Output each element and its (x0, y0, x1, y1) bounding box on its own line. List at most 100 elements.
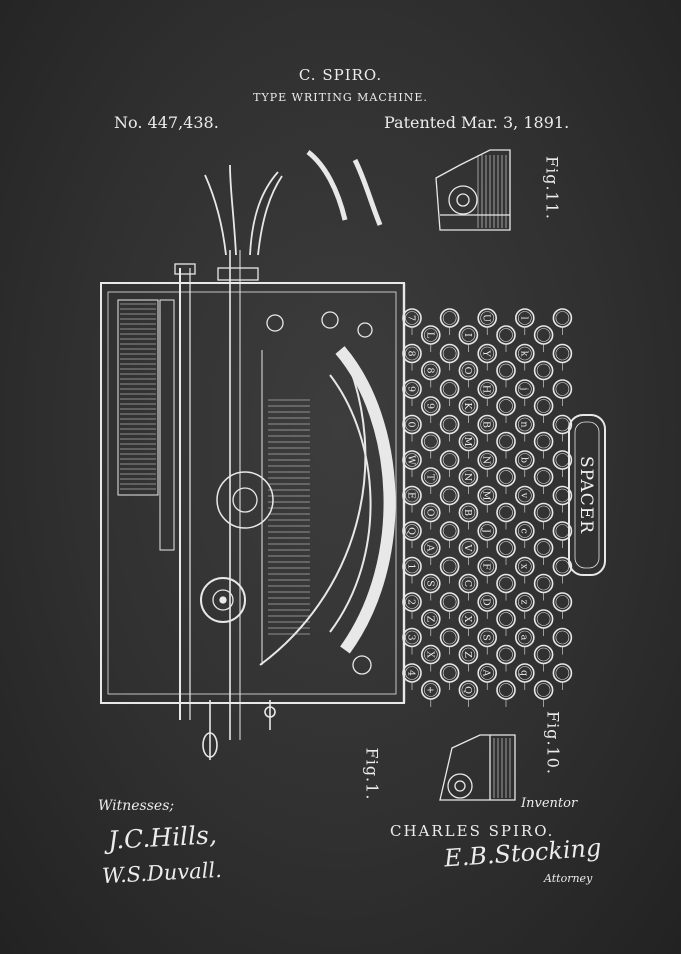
key-legend: L (424, 332, 435, 339)
type-arc (259, 346, 396, 666)
key-legend: N (462, 473, 473, 481)
key-legend: 7 (406, 315, 417, 321)
key-rim (480, 488, 495, 503)
key-rim (461, 363, 476, 378)
key-rim (499, 647, 513, 662)
key-rim (517, 630, 532, 645)
fig11-detail (435, 149, 511, 231)
inventor-label: Inventor (521, 796, 578, 811)
key-rim (442, 488, 457, 503)
key-rim (555, 417, 570, 432)
key-legend: O (424, 509, 435, 517)
key-rim (442, 524, 457, 538)
key-rim (405, 488, 419, 503)
key-rim (555, 524, 570, 538)
figure-label-1: Fig.1. (362, 747, 382, 801)
key-legend: W (406, 455, 417, 465)
key-rim (442, 559, 457, 574)
inventor-printed-name: CHARLES SPIRO. (390, 822, 555, 840)
patent-title: TYPE WRITING MACHINE. (253, 91, 428, 104)
key-legend: a (518, 635, 529, 641)
key-rim (555, 488, 570, 503)
key-rim (536, 434, 551, 449)
key-rim (536, 576, 551, 591)
key-rim (517, 346, 532, 361)
key-rim (555, 311, 570, 325)
key-rim (555, 453, 570, 467)
key-legend: 1 (406, 563, 417, 569)
key-legend: A (424, 544, 435, 552)
key-rim (536, 505, 551, 520)
figure-label-10: Fig.10. (543, 711, 563, 775)
key-rim (461, 683, 476, 697)
key-legend: b (518, 457, 529, 463)
patent-date: Patented Mar. 3, 1891. (384, 113, 570, 132)
key-rim (461, 612, 476, 626)
key-rim (499, 505, 513, 520)
key-rim (423, 541, 438, 555)
key-rim (517, 453, 532, 467)
key-rim (405, 346, 419, 361)
key-legend: M (481, 491, 492, 501)
key-legend: Z (462, 651, 473, 658)
key-legend: q (518, 670, 529, 676)
key-legend: 2 (406, 599, 417, 605)
key-legend: V (462, 544, 473, 552)
key-rim (555, 559, 570, 574)
key-legend: O (462, 367, 473, 375)
key-legend: J (481, 528, 492, 533)
key-rim (442, 630, 457, 645)
key-rim (536, 683, 551, 697)
key-rim (405, 666, 419, 680)
key-rim (517, 311, 532, 325)
key-rim (405, 559, 419, 574)
keyboard-keys: 7890WEQ1234L89TOASZX+IOKMNBVCXZQUYHBNMJF… (402, 308, 573, 707)
key-rim (405, 630, 419, 645)
patent-number: No. 447,438. (114, 113, 219, 132)
key-legend: 9 (406, 386, 417, 392)
key-rim (442, 346, 457, 361)
key-legend: 8 (406, 350, 417, 356)
key-rim (461, 399, 476, 413)
key-legend: 9 (424, 403, 435, 409)
key-rim (405, 595, 419, 609)
spacer-label: SPACER (576, 455, 596, 535)
key-rim (480, 417, 495, 432)
key-legend: D (481, 598, 492, 606)
key-rim (499, 576, 513, 591)
key-rim (517, 382, 532, 396)
key-rim (442, 453, 457, 467)
key-rim (480, 559, 495, 574)
platen-roller (117, 299, 175, 551)
key-rim (405, 524, 419, 538)
key-legend: N (481, 456, 492, 464)
key-rim (536, 541, 551, 555)
key-rim (461, 647, 476, 662)
key-rim (442, 595, 457, 609)
key-legend: j (518, 387, 529, 391)
key-rim (461, 541, 476, 555)
key-rim (555, 346, 570, 361)
key-rim (442, 417, 457, 432)
witnesses-label: Witnesses; (98, 798, 175, 814)
key-rim (423, 399, 438, 413)
key-legend: X (462, 616, 473, 623)
key-legend: B (481, 421, 492, 428)
key-legend: S (424, 580, 435, 587)
key-rim (423, 328, 438, 342)
key-rim (517, 417, 532, 432)
key-rim (499, 399, 513, 413)
key-rim (405, 311, 419, 325)
key-rim (423, 505, 438, 520)
key-rim (517, 524, 532, 538)
key-legend: E (406, 492, 417, 499)
key-legend: 8 (424, 367, 435, 373)
key-rim (405, 417, 419, 432)
key-rim (555, 382, 570, 396)
type-arms (204, 150, 383, 256)
key-legend: B (462, 509, 473, 516)
key-legend: n (518, 421, 529, 427)
key-rim (423, 683, 438, 697)
key-rim (480, 346, 495, 361)
